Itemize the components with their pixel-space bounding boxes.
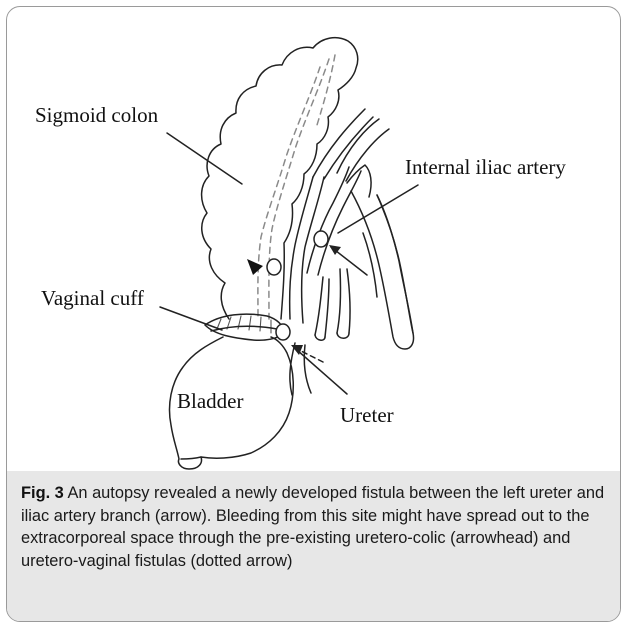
leader-vaginal-cuff xyxy=(160,307,222,330)
label-vaginal-cuff: Vaginal cuff xyxy=(41,286,144,311)
dashed-ureter-course xyxy=(269,59,329,319)
fistula-uretero-colic xyxy=(267,259,281,275)
figure-number: Fig. 3 xyxy=(21,484,64,502)
sigmoid-colon-shape xyxy=(202,38,358,319)
fistula-uretero-vaginal xyxy=(276,324,290,340)
figure-panel: Sigmoid colon Internal iliac artery Vagi… xyxy=(6,6,621,622)
label-ureter: Ureter xyxy=(340,403,394,428)
label-bladder: Bladder xyxy=(177,389,243,414)
iliac-vessels-shape xyxy=(313,109,365,177)
figure-caption: Fig. 3 An autopsy revealed a newly devel… xyxy=(21,482,606,572)
label-internal-iliac-artery: Internal iliac artery xyxy=(405,155,566,180)
anatomical-illustration xyxy=(7,7,621,475)
leader-sigmoid xyxy=(167,133,242,184)
vaginal-cuff-shape xyxy=(205,314,285,340)
fistula-ureter-iliac xyxy=(314,231,328,247)
label-sigmoid-colon: Sigmoid colon xyxy=(35,103,158,128)
arrowhead-marker xyxy=(247,259,263,275)
caption-text: An autopsy revealed a newly developed fi… xyxy=(21,484,604,570)
caption-band: Fig. 3 An autopsy revealed a newly devel… xyxy=(7,471,621,622)
